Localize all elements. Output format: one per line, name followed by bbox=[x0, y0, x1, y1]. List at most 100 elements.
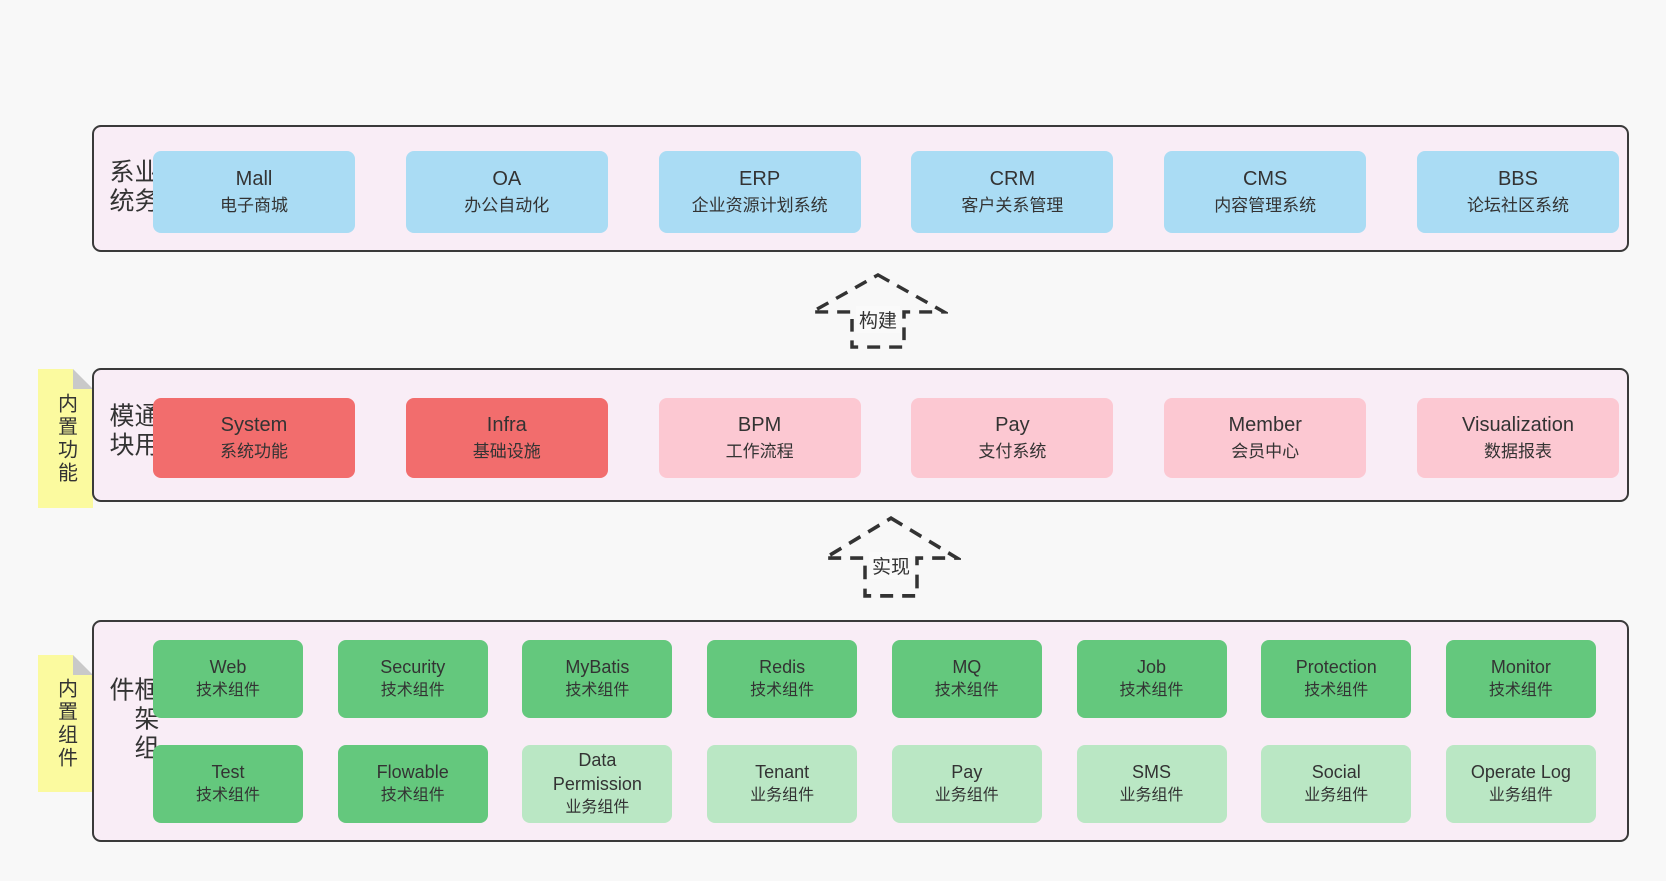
box-redis: Redis 技术组件 bbox=[707, 640, 858, 718]
box-monitor: Monitor 技术组件 bbox=[1445, 640, 1596, 718]
box-bbs: BBS 论坛社区系统 bbox=[1416, 151, 1619, 233]
box-subtitle: 办公自动化 bbox=[464, 196, 550, 216]
box-title: Protection bbox=[1295, 656, 1377, 677]
box-title: Operate Log bbox=[1470, 761, 1571, 782]
box-pay-component: Pay 业务组件 bbox=[891, 745, 1042, 823]
box-subtitle: 会员中心 bbox=[1231, 442, 1300, 462]
box-title: ERP bbox=[739, 168, 781, 191]
box-subtitle: 业务组件 bbox=[565, 798, 630, 816]
box-test: Test 技术组件 bbox=[153, 745, 303, 823]
box-subtitle: 系统功能 bbox=[220, 442, 288, 462]
box-job: Job 技术组件 bbox=[1076, 640, 1227, 718]
box-mq: MQ 技术组件 bbox=[891, 640, 1042, 718]
box-flowable: Flowable 技术组件 bbox=[337, 745, 488, 823]
box-title: Social bbox=[1311, 761, 1361, 782]
framework-components-row-1: Web 技术组件 Security 技术组件 MyBatis 技术组件 Redi… bbox=[153, 640, 1596, 718]
box-protection: Protection 技术组件 bbox=[1261, 640, 1412, 718]
box-bpm: BPM 工作流程 bbox=[658, 398, 861, 478]
box-crm: CRM 客户关系管理 bbox=[911, 151, 1114, 233]
build-arrow: 构建 bbox=[808, 272, 948, 350]
box-title: CMS bbox=[1242, 168, 1288, 191]
box-pay-system: Pay 支付系统 bbox=[911, 398, 1114, 478]
box-subtitle: 电子商城 bbox=[220, 196, 288, 216]
box-title: Visualization bbox=[1462, 414, 1574, 437]
box-data-permission: Data Permission 业务组件 bbox=[522, 745, 673, 823]
box-title: Monitor bbox=[1490, 656, 1551, 677]
note-fold-corner-icon bbox=[73, 655, 93, 675]
box-title: BBS bbox=[1497, 168, 1538, 191]
box-title: OA bbox=[492, 168, 522, 191]
build-arrow-label: 构建 bbox=[855, 306, 901, 334]
note-built-in-components: 内置组件 bbox=[38, 655, 93, 792]
box-title: Tenant bbox=[755, 761, 810, 782]
band-business-systems: 业务系统 Mall 电子商城 OA 办公自动化 ERP 企业资源计划系统 CRM… bbox=[92, 125, 1629, 252]
up-arrow-dashed-icon bbox=[808, 272, 948, 349]
box-subtitle: 技术组件 bbox=[1488, 682, 1553, 700]
box-title: Web bbox=[209, 656, 247, 677]
box-subtitle: 技术组件 bbox=[565, 682, 630, 700]
band-label-framework-components: 框架组件 bbox=[106, 676, 159, 764]
box-subtitle: 基础设施 bbox=[472, 442, 541, 462]
box-title: Job bbox=[1137, 656, 1167, 677]
up-arrow-dashed-icon bbox=[821, 516, 961, 598]
box-title: BPM bbox=[737, 414, 782, 437]
box-social: Social 业务组件 bbox=[1261, 745, 1412, 823]
box-subtitle: 支付系统 bbox=[978, 442, 1047, 462]
note-built-in-features: 内置功能 bbox=[38, 369, 93, 508]
box-infra: Infra 基础设施 bbox=[405, 398, 608, 478]
box-title: CRM bbox=[989, 168, 1036, 191]
box-sms: SMS 业务组件 bbox=[1076, 745, 1227, 823]
box-title: Mall bbox=[235, 168, 273, 191]
band-label-business-systems: 业务系统 bbox=[106, 157, 159, 216]
box-subtitle: 技术组件 bbox=[1304, 682, 1369, 700]
box-erp: ERP 企业资源计划系统 bbox=[658, 151, 861, 233]
box-mall: Mall 电子商城 bbox=[153, 151, 355, 233]
box-subtitle: 工作流程 bbox=[725, 442, 794, 462]
box-subtitle: 客户关系管理 bbox=[961, 196, 1064, 216]
box-subtitle: 技术组件 bbox=[380, 787, 445, 805]
box-subtitle: 技术组件 bbox=[1119, 682, 1184, 700]
box-title: Pay bbox=[995, 414, 1030, 437]
box-subtitle: 技术组件 bbox=[934, 682, 999, 700]
business-systems-row: Mall 电子商城 OA 办公自动化 ERP 企业资源计划系统 CRM 客户关系… bbox=[153, 151, 1619, 233]
box-title: Data Permission bbox=[552, 750, 642, 794]
box-subtitle: 企业资源计划系统 bbox=[691, 196, 828, 216]
box-system: System 系统功能 bbox=[153, 398, 355, 478]
box-subtitle: 技术组件 bbox=[195, 787, 260, 805]
box-subtitle: 数据报表 bbox=[1483, 442, 1552, 462]
implement-arrow-label: 实现 bbox=[868, 551, 914, 579]
box-title: Infra bbox=[486, 414, 527, 437]
framework-components-row-2: Test 技术组件 Flowable 技术组件 Data Permission … bbox=[153, 745, 1596, 823]
box-title: Pay bbox=[951, 761, 983, 782]
implement-arrow: 实现 bbox=[821, 515, 961, 599]
box-title: MyBatis bbox=[565, 656, 630, 677]
box-subtitle: 论坛社区系统 bbox=[1466, 196, 1569, 216]
box-security: Security 技术组件 bbox=[337, 640, 488, 718]
box-title: SMS bbox=[1132, 761, 1172, 782]
box-subtitle: 业务组件 bbox=[1488, 787, 1553, 805]
box-subtitle: 业务组件 bbox=[1304, 787, 1369, 805]
box-tenant: Tenant 业务组件 bbox=[707, 745, 858, 823]
box-subtitle: 业务组件 bbox=[934, 787, 999, 805]
band-common-modules: 通用模块 System 系统功能 Infra 基础设施 BPM 工作流程 Pay… bbox=[92, 368, 1629, 502]
band-framework-components: 框架组件 Web 技术组件 Security 技术组件 MyBatis 技术组件… bbox=[92, 620, 1629, 842]
box-subtitle: 技术组件 bbox=[380, 682, 445, 700]
box-mybatis: MyBatis 技术组件 bbox=[522, 640, 673, 718]
box-subtitle: 技术组件 bbox=[750, 682, 815, 700]
common-modules-row: System 系统功能 Infra 基础设施 BPM 工作流程 Pay 支付系统… bbox=[153, 398, 1619, 478]
box-title: Security bbox=[380, 656, 446, 677]
box-web: Web 技术组件 bbox=[153, 640, 303, 718]
box-title: Flowable bbox=[376, 761, 449, 782]
box-cms: CMS 内容管理系统 bbox=[1164, 151, 1367, 233]
band-label-common-modules: 通用模块 bbox=[106, 402, 159, 461]
box-oa: OA 办公自动化 bbox=[405, 151, 608, 233]
box-subtitle: 技术组件 bbox=[195, 682, 260, 700]
box-subtitle: 业务组件 bbox=[750, 787, 815, 805]
box-operate-log: Operate Log 业务组件 bbox=[1445, 745, 1596, 823]
box-title: Member bbox=[1228, 414, 1302, 437]
box-title: MQ bbox=[952, 656, 982, 677]
box-title: System bbox=[220, 414, 288, 437]
box-member: Member 会员中心 bbox=[1164, 398, 1367, 478]
box-subtitle: 业务组件 bbox=[1119, 787, 1184, 805]
